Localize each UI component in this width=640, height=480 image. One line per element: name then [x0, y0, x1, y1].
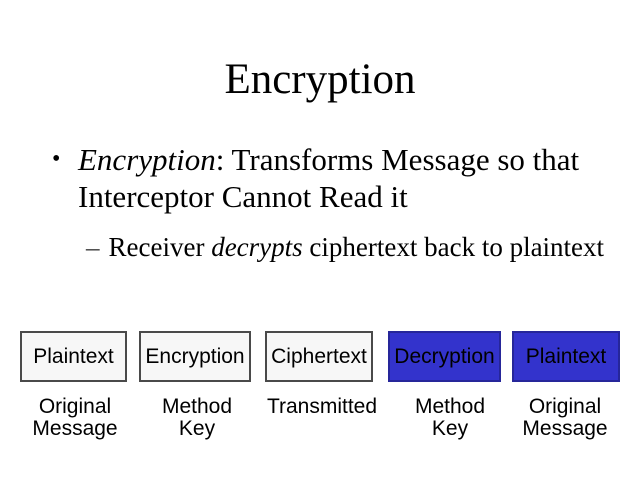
- bullet-line-1: • Encryption: Transforms Message so that: [52, 141, 612, 178]
- bullet-line-2: Interceptor Cannot Read it: [52, 178, 612, 215]
- flow-box-decryption: Decryption: [388, 331, 501, 382]
- sub-bullet-pre-text: Receiver: [108, 232, 212, 262]
- bullet-block: •Encryption: Transforms Message so that …: [52, 141, 612, 215]
- caption-original-message-1: Original Message: [32, 395, 118, 440]
- sub-bullet-post-text: ciphertext back to plaintext: [302, 232, 605, 262]
- slide-title: Encryption: [224, 56, 416, 103]
- caption-method-key-1: Method Key: [161, 395, 233, 440]
- sub-bullet-marker: –: [86, 232, 100, 262]
- bullet-line1-text: : Transforms Message so that: [215, 142, 580, 177]
- flow-box-plaintext-original: Plaintext: [20, 331, 127, 382]
- caption-method-key-2: Method Key: [414, 395, 486, 440]
- flow-box-encryption: Encryption: [139, 331, 251, 382]
- flow-box-plaintext-recovered: Plaintext: [512, 331, 620, 382]
- sub-bullet-emphasis: decrypts: [211, 232, 303, 262]
- bullet-term-italic: Encryption: [78, 142, 216, 177]
- caption-original-message-2: Original Message: [522, 395, 608, 440]
- bullet-marker: •: [52, 146, 61, 172]
- bullet-line2-text: Interceptor Cannot Read it: [78, 179, 408, 214]
- sub-bullet: –Receiver decrypts ciphertext back to pl…: [86, 231, 626, 263]
- caption-transmitted: Transmitted: [266, 395, 378, 418]
- flow-box-ciphertext: Ciphertext: [265, 331, 373, 382]
